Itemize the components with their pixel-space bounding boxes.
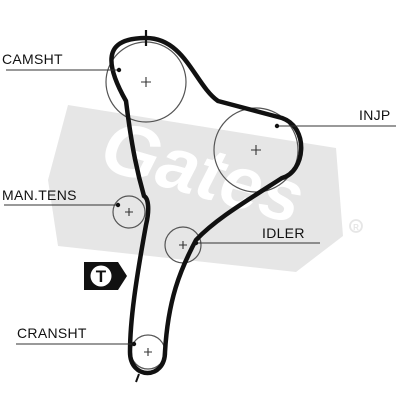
idler-label: IDLER (262, 225, 305, 241)
crankshaft-center-mark (144, 348, 152, 356)
camshaft-center-mark (141, 77, 151, 87)
manual-tensioner-pulley (112, 195, 146, 229)
manual-tensioner-center-mark (125, 208, 133, 216)
leader-lines (4, 67, 396, 347)
manual-tensioner-label: MAN.TENS (2, 187, 77, 203)
gates-watermark: Gates R (48, 103, 363, 272)
camshaft-label: CAMSHT (2, 51, 63, 67)
timing-belt (109, 35, 304, 376)
idler-center-mark (179, 241, 187, 249)
injection-pump-center-mark (251, 145, 261, 155)
svg-text:R: R (353, 223, 359, 232)
watermark-shape (48, 105, 343, 272)
injection-pump-label: INJP (359, 107, 391, 123)
tension-badge-letter: T (96, 267, 107, 286)
injection-pump-pulley (213, 107, 299, 193)
crankshaft-timing-mark (135, 373, 140, 383)
crankshaft-label: CRANSHT (17, 325, 87, 341)
registered-mark-icon: R (349, 219, 363, 233)
tension-badge-icon: T (84, 262, 127, 290)
